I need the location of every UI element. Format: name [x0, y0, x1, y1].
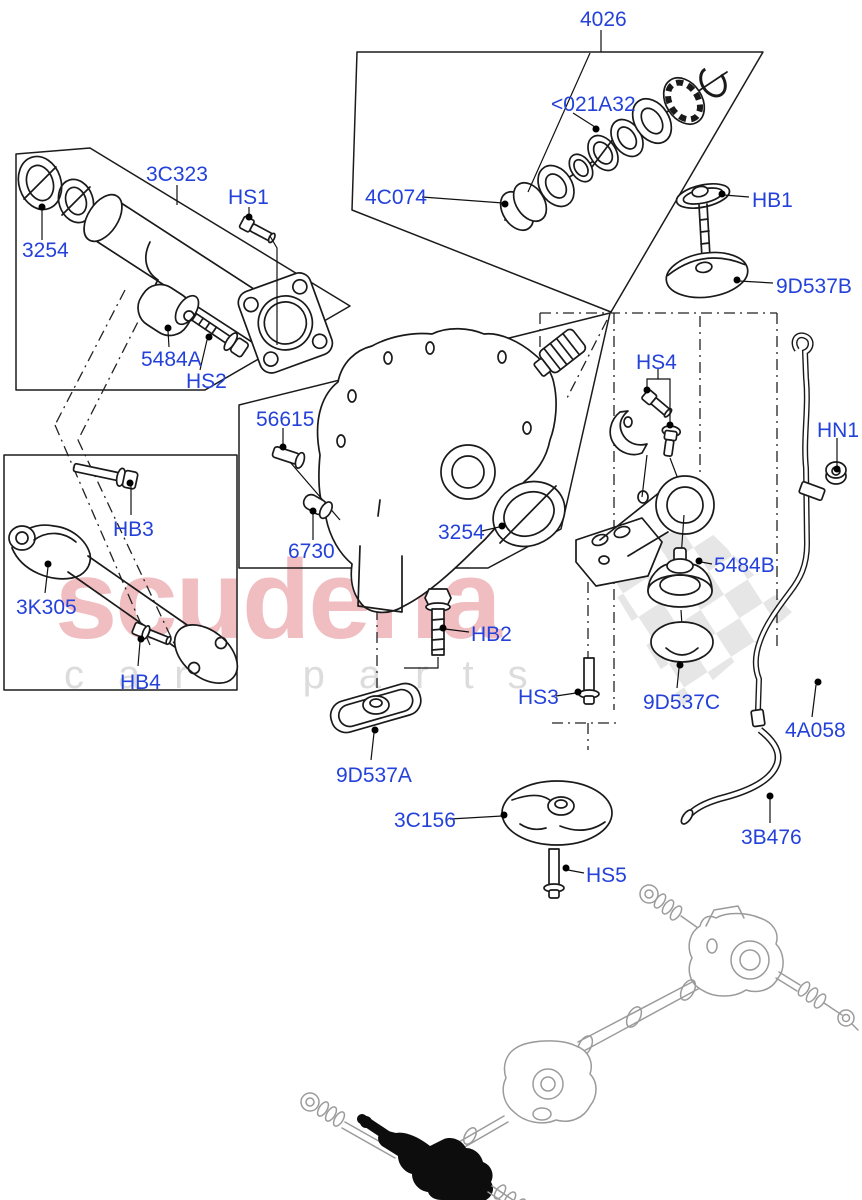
label-HB3: HB3: [113, 518, 154, 541]
mount-arm-art: [575, 475, 715, 587]
hs1-link-line: [269, 235, 278, 345]
label-56615: 56615: [256, 408, 314, 431]
bolt-HS2-art: [191, 312, 250, 358]
sleeve-6730-art: [302, 493, 333, 520]
shield-3C156-art: [501, 780, 613, 846]
bolt-HB3-art: [72, 462, 139, 490]
highlighted-unit: [357, 1114, 494, 1200]
label-4026: 4026: [580, 8, 627, 31]
detail-box-4026: [351, 51, 764, 313]
label-6730: 6730: [288, 540, 335, 563]
breather-tube-art: [83, 193, 298, 356]
bearing-stack-art: [499, 66, 728, 232]
bolt-56615-art: [271, 445, 306, 469]
label-5484B: 5484B: [714, 554, 775, 577]
torque-arm-art: [8, 524, 239, 684]
label-5484A: 5484A: [141, 348, 202, 371]
bolt-HS1-art: [238, 215, 276, 244]
label-3C156: 3C156: [394, 809, 456, 832]
label-HB1: HB1: [752, 189, 793, 212]
bolt-HB4-art: [131, 621, 172, 646]
drivetrain-thumbnail: [300, 884, 859, 1200]
label-3K305: 3K305: [16, 596, 77, 619]
plate-9D537B-art: [665, 251, 749, 299]
label-021A32: <021A32: [551, 93, 636, 116]
hb2-link-line: [404, 657, 439, 669]
label-3C323: 3C323: [146, 163, 208, 186]
plate-9D537C-art: [650, 621, 714, 663]
label-4C074: 4C074: [365, 186, 427, 209]
bolt-HS5-art: [543, 848, 565, 899]
axle-housing-art: [316, 327, 587, 614]
bolt-HS4b-art: [661, 425, 682, 457]
nut-HN1-art: [825, 461, 847, 485]
hose-3B476-art: [680, 727, 782, 825]
seal-rings-3254-art: [17, 155, 95, 224]
parts-art: [8, 52, 847, 899]
vent-tube-4A058-art: [750, 332, 826, 728]
detail-box-housing: [238, 312, 611, 569]
label-9D537C: 9D537C: [643, 691, 720, 714]
label-HS3: HS3: [518, 686, 559, 709]
hs4-link-a: [641, 454, 648, 498]
clamp-bracket-art: [609, 410, 648, 456]
label-HS2: HS2: [186, 370, 227, 393]
mount-9D537A-art: [329, 682, 422, 734]
leader-lines: [38, 30, 841, 874]
label-HN1: HN1: [817, 419, 859, 442]
label-HS4: HS4: [636, 351, 677, 374]
seal-3254-art: [492, 480, 566, 548]
part-labels: 4026 <021A32 3C323 HS1 4C074 HB1 3254 9D…: [16, 8, 859, 887]
label-3B476: 3B476: [741, 826, 802, 849]
label-HS1: HS1: [228, 186, 269, 209]
label-9D537B: 9D537B: [776, 275, 852, 298]
bolt-HS4a-art: [641, 389, 673, 418]
bushing-5484A-art: [137, 283, 200, 337]
detail-box-3K305: [3, 454, 238, 691]
bolt-HB2-art: [424, 588, 452, 656]
bolt-HS3-art: [578, 657, 600, 705]
label-4A058: 4A058: [785, 719, 846, 742]
label-3254-a: 3254: [22, 239, 69, 262]
stack-projection-line: [527, 52, 591, 193]
label-HB2: HB2: [471, 623, 512, 646]
mount-5484B-art: [647, 547, 713, 608]
label-9D537A: 9D537A: [336, 764, 412, 787]
label-HB4: HB4: [120, 671, 161, 694]
rear-diff-outline: [688, 912, 784, 997]
label-HS5: HS5: [586, 864, 627, 887]
construction-lines: [54, 289, 778, 750]
flange-plate-art: [237, 272, 334, 374]
label-3254-b: 3254: [438, 521, 485, 544]
transfer-case-outline: [502, 1040, 597, 1124]
